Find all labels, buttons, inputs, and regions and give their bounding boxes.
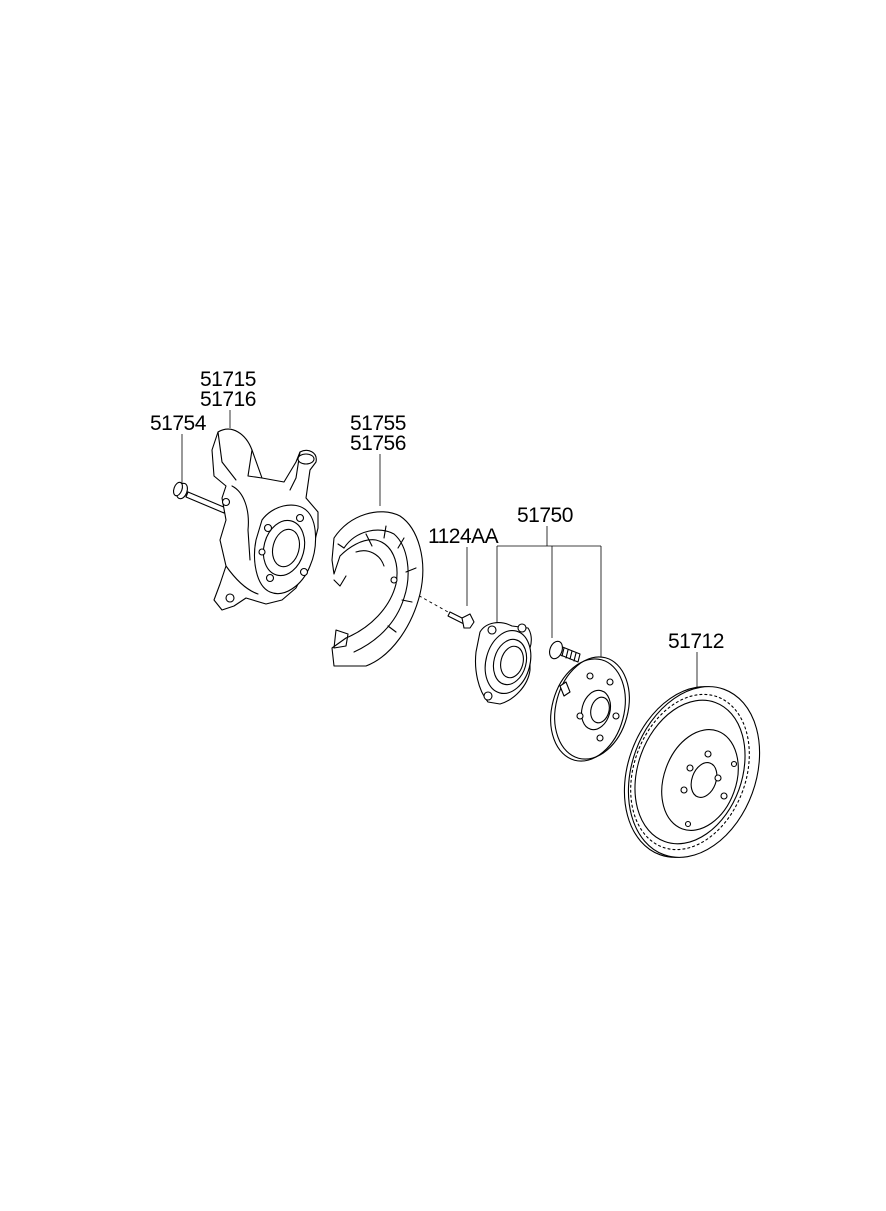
label-1124AA: 1124AA [428, 525, 499, 548]
steering-knuckle [211, 428, 319, 611]
label-51715: 51715 [200, 368, 256, 391]
bolt-51754 [172, 481, 227, 514]
label-51712: 51712 [668, 630, 724, 653]
label-51754: 51754 [150, 412, 207, 435]
label-51755: 51755 [350, 412, 406, 435]
brake-disc [623, 686, 761, 858]
label-51756: 51756 [350, 432, 406, 455]
label-51716: 51716 [200, 388, 256, 411]
hub-bearing [474, 622, 532, 705]
hub-stud [549, 640, 581, 663]
label-51750: 51750 [517, 504, 573, 527]
bolt-1124AA [447, 611, 475, 629]
dust-cover [331, 511, 424, 667]
leader-lines [181, 410, 698, 690]
wheel-hub [550, 656, 630, 762]
